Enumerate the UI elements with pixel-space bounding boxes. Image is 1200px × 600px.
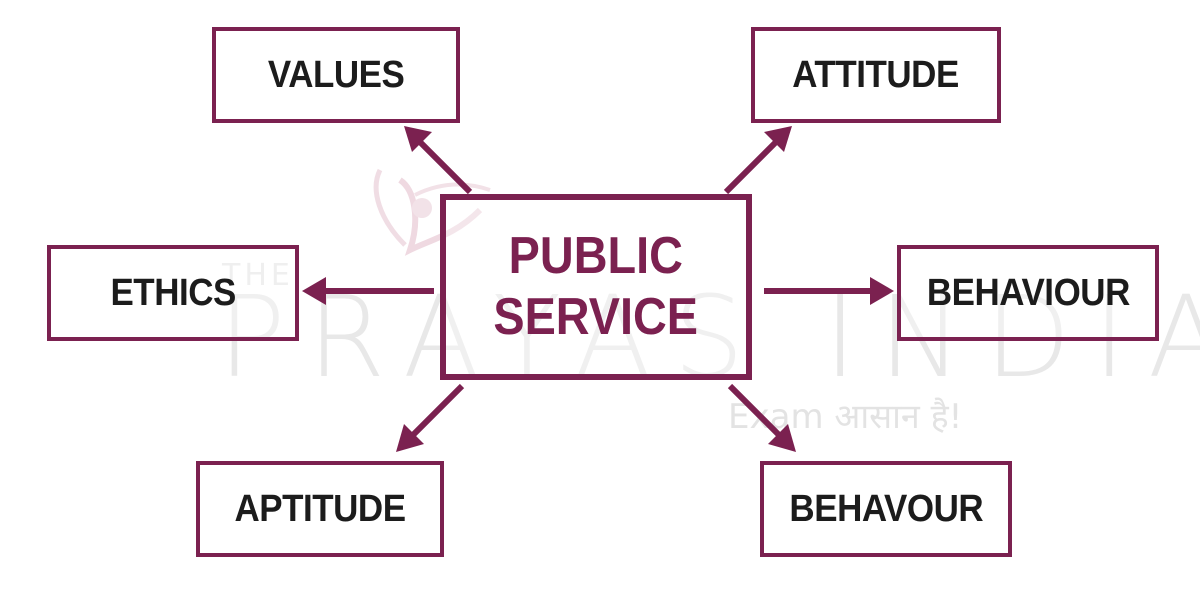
center-label-line1: PUBLIC <box>508 227 684 286</box>
node-values: VALUES <box>212 27 460 123</box>
arrow-head-ethics <box>302 277 326 305</box>
arrow-to-attitude <box>723 137 781 195</box>
node-behaviour-label: BEHAVIOUR <box>926 271 1130 314</box>
node-values-label: VALUES <box>267 53 405 96</box>
center-label-line2: SERVICE <box>493 288 699 346</box>
arrow-head-attitude <box>764 126 792 152</box>
node-aptitude-label: APTITUDE <box>234 487 406 530</box>
node-behavour-label: BEHAVOUR <box>789 487 983 530</box>
node-attitude: ATTITUDE <box>751 27 1001 123</box>
node-ethics-label: ETHICS <box>110 271 236 314</box>
arrow-to-behavour <box>727 383 785 441</box>
node-attitude-label: ATTITUDE <box>792 53 960 96</box>
node-behaviour: BEHAVIOUR <box>897 245 1159 341</box>
node-public-service: PUBLIC SERVICE <box>440 194 752 380</box>
arrow-to-values <box>415 137 473 195</box>
node-behavour: BEHAVOUR <box>760 461 1012 557</box>
node-aptitude: APTITUDE <box>196 461 444 557</box>
node-ethics: ETHICS <box>47 245 299 341</box>
arrow-head-behavour <box>768 424 796 452</box>
arrow-head-values <box>404 126 432 152</box>
arrow-to-aptitude <box>407 383 465 441</box>
arrow-head-aptitude <box>396 424 424 452</box>
arrow-head-behaviour <box>870 277 894 305</box>
